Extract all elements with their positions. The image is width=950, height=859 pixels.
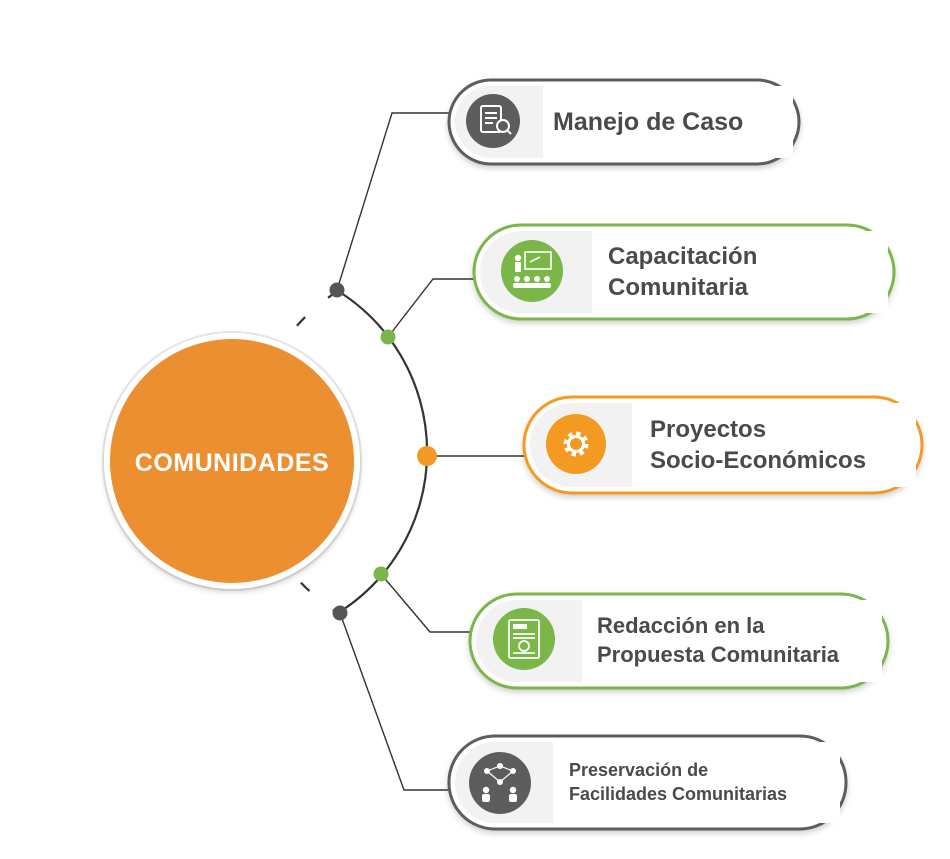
pill-1-icon-circle [466,94,520,148]
community-network-icon [482,763,517,802]
pill-4-icon-circle [493,608,555,670]
item-proyectos-socio-economicos [522,395,924,495]
item-label-line: Facilidades Comunitarias [569,783,788,804]
training-presentation-icon [513,251,552,288]
item-label-line: Socio-Económicos [650,447,867,474]
ring-dot-1 [329,282,345,298]
pill-4-text-panel [582,600,882,682]
ring-dot-4 [373,566,389,582]
item-label-line: Manejo de Caso [553,107,744,136]
item-label-manejo-de-caso: Manejo de Caso [553,86,743,158]
center-label: COMUNIDADES [134,448,330,477]
item-redaccion-propuesta [468,592,890,690]
item-label-capacitacion: Capacitación Comunitaria [608,231,757,313]
ring-dot-5 [332,605,348,621]
item-label-line: Propuesta Comunitaria [597,642,840,667]
center-circle [110,339,354,583]
item-manejo-de-caso [447,78,801,166]
item-label-line: Preservación de [569,760,709,781]
item-label-preservacion: Preservación de Facilidades Comunitarias [569,742,787,823]
item-label-line: Comunitaria [608,274,749,301]
pill-3-text-panel [632,403,916,487]
item-label-line: Redacción en la [597,613,765,639]
connector-line-2 [387,278,477,338]
item-label-redaccion: Redacción en la Propuesta Comunitaria [597,600,839,682]
pill-2-text-panel [592,231,888,313]
connector-line-4 [380,573,472,633]
item-label-line: Capacitación [608,242,758,270]
ring-dot-3 [417,446,437,466]
pill-2-icon-circle [501,240,563,302]
pill-1-text-panel [543,86,793,158]
item-label-line: Proyectos [650,415,767,443]
case-file-search-icon [480,105,512,135]
item-label-proyectos: Proyectos Socio-Económicos [650,403,866,487]
proposal-document-icon [508,619,540,659]
ring-dot-2 [380,329,396,345]
item-capacitacion-comunitaria [472,223,896,321]
connector-line-1 [336,112,452,291]
gear-icon [563,431,589,457]
item-preservacion-facilidades [447,734,848,831]
connector-line-5 [339,612,452,791]
pill-5-text-panel [553,742,840,823]
